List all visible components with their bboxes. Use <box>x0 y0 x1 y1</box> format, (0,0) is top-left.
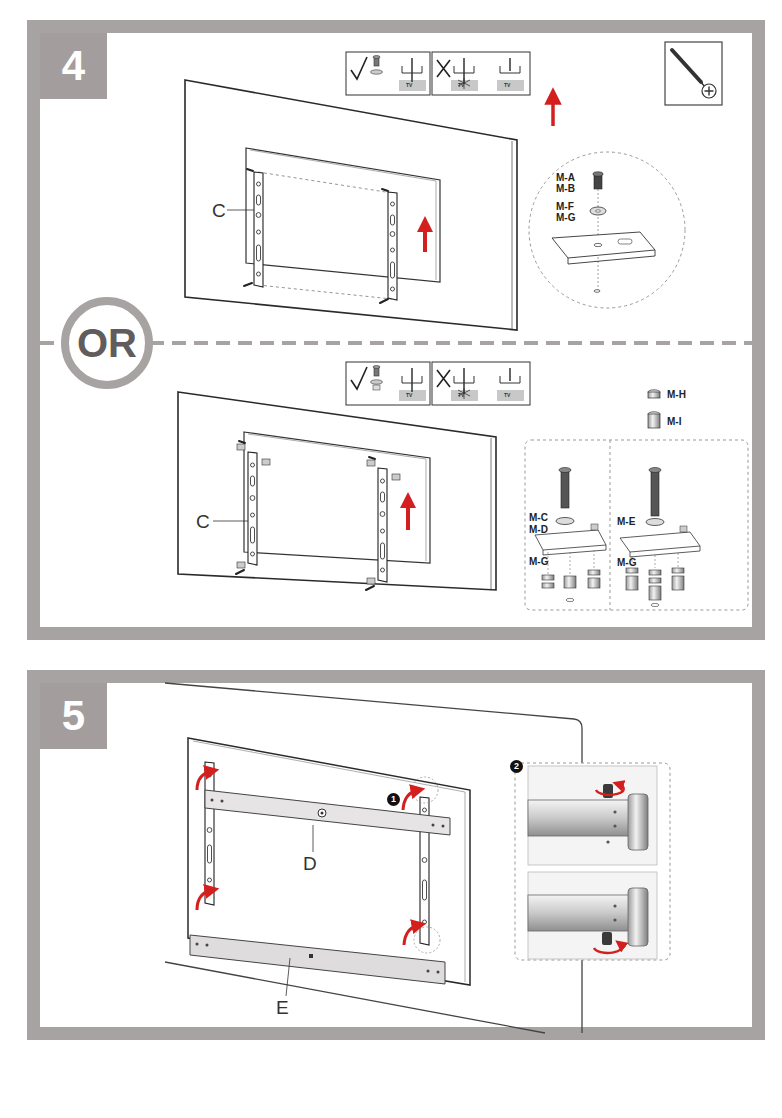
step-number: 5 <box>40 683 107 749</box>
callout-number-text: 1 <box>391 795 396 804</box>
hardware-code: M-D <box>529 525 548 535</box>
hardware-code: M-G <box>556 213 575 223</box>
step-number-text: 5 <box>62 695 85 737</box>
tv-marker: TV <box>504 393 510 398</box>
hardware-code: M-F <box>556 202 574 212</box>
tv-marker: TV <box>504 83 510 88</box>
hardware-code: M-G <box>529 557 548 567</box>
hardware-code: M-I <box>667 417 681 427</box>
tv-marker: TV <box>458 83 464 88</box>
hardware-code: M-E <box>617 517 635 527</box>
tv-marker: TV <box>406 393 412 398</box>
node-outline-circle <box>387 793 400 806</box>
hardware-code: M-B <box>556 184 575 194</box>
callout-number: 1 <box>387 793 400 806</box>
or-divider: OR <box>61 297 153 389</box>
callout-number: 2 <box>510 760 523 773</box>
hardware-code: M-C <box>529 513 548 523</box>
hardware-code: M-H <box>667 390 686 400</box>
tv-marker: TV <box>458 393 464 398</box>
hardware-code: M-A <box>556 173 575 183</box>
part-label: D <box>303 854 317 873</box>
part-label: C <box>212 201 226 220</box>
node-outline-circle <box>65 301 149 385</box>
part-label: E <box>276 998 289 1017</box>
callout-number-text: 2 <box>514 762 519 771</box>
tv-marker: TV <box>406 83 412 88</box>
step-number-text: 4 <box>62 45 85 87</box>
part-label: C <box>196 512 210 531</box>
node-outline-circle <box>510 760 523 773</box>
hardware-code: M-G <box>617 558 636 568</box>
step-number: 4 <box>40 33 107 99</box>
or-divider-text: OR <box>77 323 137 363</box>
